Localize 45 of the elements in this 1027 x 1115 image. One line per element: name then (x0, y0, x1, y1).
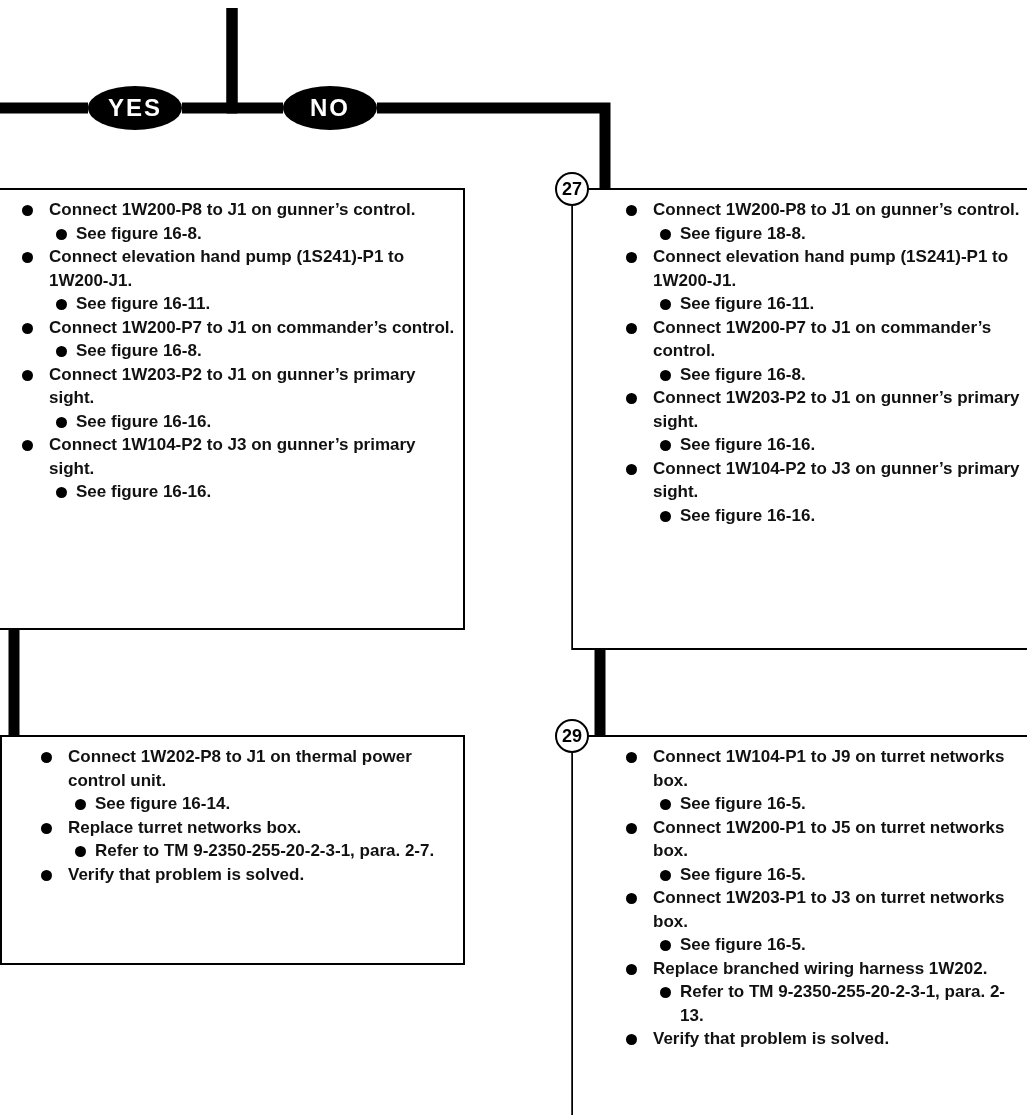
reference-text: See figure 16-16. (76, 482, 212, 501)
procedure-box (0, 735, 465, 965)
flow-line (0, 102, 88, 114)
reference-text: See figure 16-16. (680, 435, 816, 454)
instruction-text: Connect 1W202-P8 to J1 on thermal power control unit. (68, 747, 412, 790)
reference-text: See figure 16-11. (76, 294, 211, 313)
reference-text: See figure 16-5. (680, 935, 806, 954)
instruction-text: Connect 1W203-P2 to J1 on gunner’s primary sight. (49, 364, 416, 407)
decision-oval: YES (88, 86, 182, 130)
instruction-text: Connect elevation hand pump (1S241)-P1 to 1W200-J1. (653, 247, 1009, 290)
instruction-text: Connect 1W203-P1 to J3 on turret networks box. (653, 888, 1005, 931)
reference-text: See figure 16-8. (76, 341, 202, 360)
instruction-text: Connect 1W200-P7 to J1 on commander’s control. (49, 317, 455, 337)
flow-line (226, 8, 283, 114)
instruction-text: Connect 1W104-P1 to J9 on turret networks box. (653, 747, 1005, 790)
instruction-text: Verify that problem is solved. (68, 864, 305, 884)
reference-text: See figure 16-5. (680, 794, 806, 813)
instruction-text: Verify that problem is solved. (653, 1029, 890, 1048)
flow-line (377, 102, 611, 188)
instruction-text: Connect 1W200-P8 to J1 on gunner’s control. (653, 200, 1020, 219)
instruction-text: Connect 1W200-P1 to J5 on turret networks box. (653, 817, 1005, 860)
reference-text: See figure 16-8. (76, 223, 202, 243)
reference-text: See figure 16-16. (76, 411, 212, 431)
decision-oval: NO (283, 86, 377, 130)
instruction-text: Connect 1W203-P2 to J1 on gunner’s primary sight. (653, 388, 1020, 431)
instruction-text: Connect elevation hand pump (1S241)-P1 to 1W200-J1. (49, 247, 405, 290)
reference-text: See figure 16-5. (680, 864, 806, 884)
instruction-text: Connect 1W200-P8 to J1 on gunner’s control. (49, 200, 416, 219)
instruction-text: Replace turret networks box. (68, 817, 302, 837)
reference-text: See figure 16-11. (680, 294, 815, 313)
reference-text: See figure 16-14. (95, 794, 231, 813)
flow-line (8, 630, 20, 735)
flow-line (594, 650, 606, 735)
procedure-box (0, 188, 465, 630)
instruction-text: Connect 1W200-P7 to J1 on commander’s control. (653, 317, 992, 360)
step-number: 27 (555, 172, 589, 206)
instruction-text: Replace branched wiring harness 1W202. (653, 958, 988, 978)
step-number: 29 (555, 719, 589, 753)
instruction-text: Connect 1W104-P2 to J3 on gunner’s primary sight. (49, 435, 416, 478)
instruction-text: Connect 1W104-P2 to J3 on gunner’s primary sight. (653, 458, 1020, 501)
reference-text: See figure 16-16. (680, 505, 816, 525)
reference-text: See figure 16-8. (680, 364, 806, 384)
reference-text: Refer to TM 9-2350-255-20-2-3-1, para. 2-7. (95, 841, 435, 860)
reference-text: See figure 18-8. (680, 223, 806, 243)
reference-text: Refer to TM 9-2350-255-20-2-3-1, para. 2-13. (680, 982, 1006, 1025)
